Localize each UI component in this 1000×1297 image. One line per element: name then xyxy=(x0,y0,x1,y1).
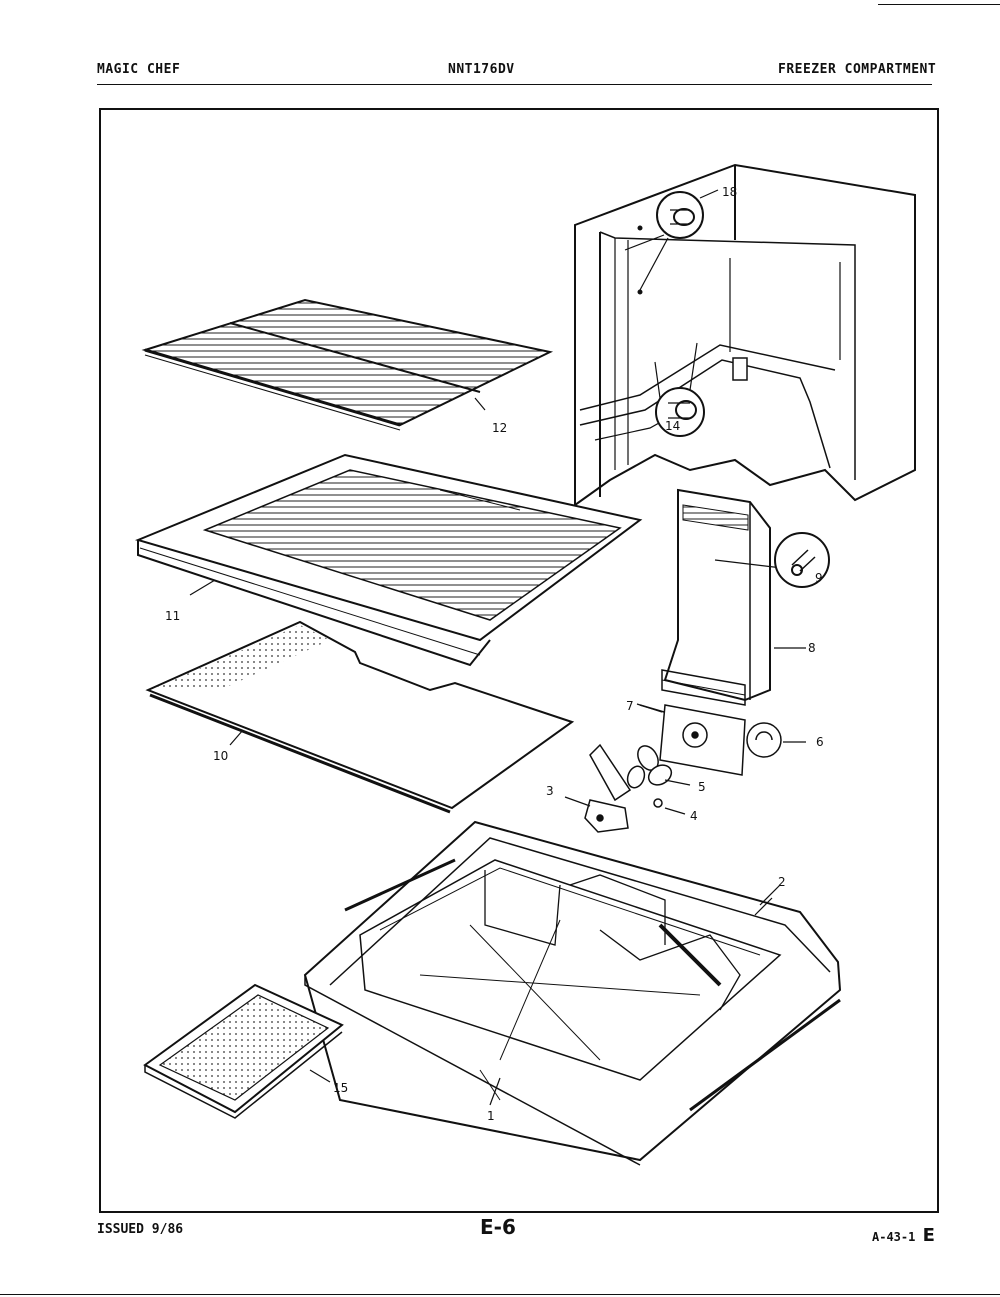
callout-14: 14 xyxy=(665,419,680,433)
callout-6: 6 xyxy=(816,735,824,749)
evaporator-cover xyxy=(661,488,783,706)
leader-lines xyxy=(189,397,806,1106)
ice-tray xyxy=(143,983,344,1119)
callout-9: 9 xyxy=(815,571,823,585)
grommet xyxy=(746,722,806,758)
callout-3: 3 xyxy=(546,784,554,798)
catalog-code-letter: E xyxy=(922,1225,935,1246)
callout-15: 15 xyxy=(333,1081,348,1095)
callout-10: 10 xyxy=(213,749,228,763)
callout-12: 12 xyxy=(492,421,507,435)
model-number: NNT176DV xyxy=(448,62,515,77)
callout-4: 4 xyxy=(690,809,698,823)
callout-5: 5 xyxy=(698,780,706,794)
callout-2: 2 xyxy=(778,875,786,889)
freezer-cabinet xyxy=(574,163,916,507)
callout-18: 18 xyxy=(722,185,737,199)
catalog-code-number: A-43-1 xyxy=(872,1230,916,1244)
fan-bracket xyxy=(639,704,746,776)
divider-panel xyxy=(145,620,575,814)
section-title: FREEZER COMPARTMENT xyxy=(778,62,937,77)
detail-circle-18 xyxy=(624,189,719,291)
wire-shelf xyxy=(141,298,554,431)
callout-11: 11 xyxy=(165,609,180,623)
detail-circle-9 xyxy=(774,532,830,588)
callout-7: 7 xyxy=(626,699,634,713)
header-rule xyxy=(97,84,932,85)
issued-date: ISSUED 9/86 xyxy=(97,1222,184,1237)
callout-1: 1 xyxy=(487,1109,495,1123)
page-number: E-6 xyxy=(480,1215,516,1239)
fan-motor xyxy=(564,743,686,833)
diagram-frame xyxy=(99,108,939,1213)
fan-blade xyxy=(626,745,691,789)
freezer-shelf xyxy=(134,453,643,667)
footer-rule xyxy=(0,1294,1000,1295)
detail-circle-14 xyxy=(654,342,705,437)
freezer-liner xyxy=(303,820,842,1166)
brand-name: MAGIC CHEF xyxy=(97,62,181,77)
callout-8: 8 xyxy=(808,641,816,655)
top-corner-rule xyxy=(878,4,1000,5)
catalog-code: A-43-1 E xyxy=(872,1225,935,1246)
